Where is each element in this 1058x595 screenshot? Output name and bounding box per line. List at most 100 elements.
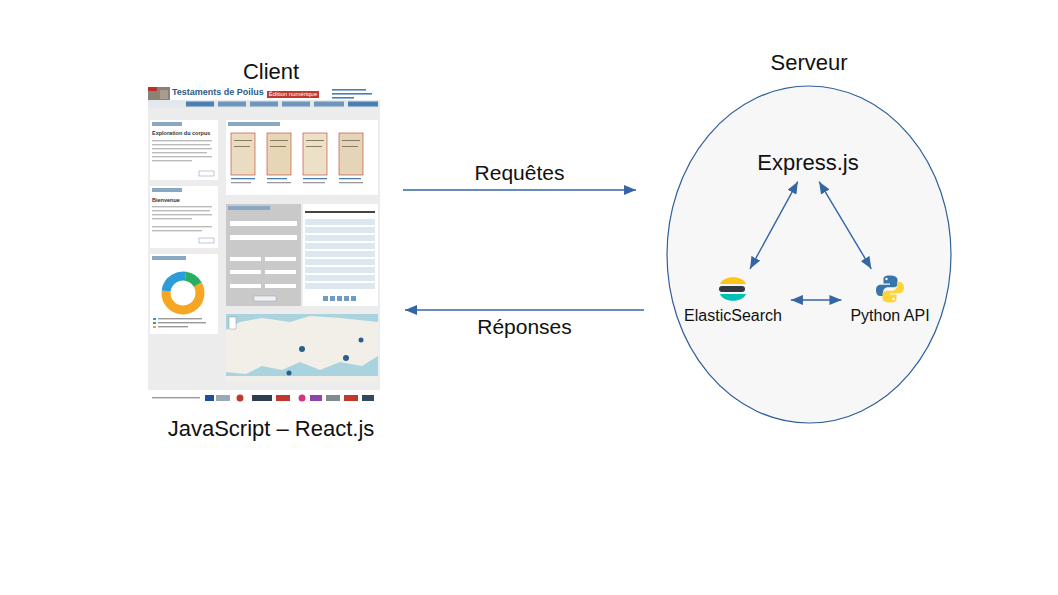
header-photo [148,87,170,100]
connector-arrow [403,189,636,190]
donut-chart [158,326,188,327]
edge-label: Réponses [477,315,572,339]
documents-panel [342,146,358,147]
documents-panel [339,182,363,183]
donut-chart [153,326,156,328]
search-panel [230,257,261,261]
documents-panel [342,140,360,141]
search-panel [230,284,261,288]
results-list [305,267,375,273]
logo-part [720,277,746,284]
documents-panel [234,146,250,147]
search-panel [230,235,297,240]
search-panel [226,204,301,306]
python-node: Python API [846,274,933,326]
site-title: Testaments de Poilus [172,88,264,98]
map [299,346,305,352]
documents-panel [267,133,291,175]
documents-panel [303,178,327,179]
header-photo [148,87,170,100]
search-panel [230,221,297,226]
map [359,338,364,343]
header-links [332,89,372,99]
documents-panel [234,140,252,141]
side-panel [152,188,182,192]
nav-bar [148,100,380,108]
results-list [337,296,342,301]
donut-chart [153,322,156,324]
results-list [344,296,349,301]
node-heading: Serveur [666,50,952,75]
server-ellipse: ServeurExpress.jsElasticSearchPython API [666,85,952,424]
footer-logos [148,390,380,405]
search-panel [226,204,301,306]
nav-bar [282,102,310,107]
documents-panel [306,146,322,147]
results-list [305,243,375,249]
side-panel [152,210,210,211]
results-list [305,227,375,233]
side-panel [150,120,218,334]
side-panel [152,218,192,219]
header-links [332,97,354,99]
side-panel [152,148,212,149]
connector-arrow [791,299,842,300]
elasticsearch-logo [716,274,750,304]
map [226,316,378,374]
screenshot-background [148,87,380,108]
node-heading: Client [143,59,399,84]
footer-logos [362,395,374,401]
documents-panel [226,120,378,195]
logo-part [885,278,887,280]
documents-panel [231,133,255,175]
screenshot-background [148,87,380,405]
donut-chart [160,270,206,316]
side-panel [152,206,212,207]
node-label: ElasticSearch [680,306,786,326]
side-panel [152,256,186,260]
documents-panel [303,133,327,175]
side-panel [152,152,207,153]
footer-logos [299,395,306,402]
logo-part [882,282,904,303]
documents-panel [306,140,324,141]
documents-panel [231,178,255,179]
results-list [305,219,375,225]
side-panel [152,140,212,141]
header-links [332,93,372,95]
map [226,376,378,382]
results-list [305,283,375,289]
client-box: ClientJavaScript – React.js [143,56,399,448]
search-panel [265,284,296,288]
connector-arrow [405,309,644,310]
documents-panel [270,146,286,147]
donut-chart [153,318,156,320]
nav-bar [348,102,378,107]
footer-logos [252,395,272,401]
side-panel [150,186,218,248]
donut-chart [158,318,202,319]
python-logo [875,274,905,304]
search-panel [265,270,296,274]
documents-panel [267,178,287,179]
side-panel [152,230,202,231]
header-links [332,89,366,91]
panel-heading: Exploration du corpus [152,130,210,136]
side-panel [152,156,212,157]
side-panel [199,238,214,243]
results-list [305,211,375,213]
documents-panel [339,133,363,175]
nav-bar [148,100,380,108]
results-list [305,275,375,281]
donut-chart [153,270,206,328]
donut-chart [160,270,206,316]
footer-logos [152,397,200,398]
documents-panel [339,178,361,179]
map [343,355,349,361]
results-list [305,235,375,241]
map [229,317,236,329]
footer-logos [310,395,322,401]
nav-bar [218,102,246,107]
side-panel [152,144,210,145]
